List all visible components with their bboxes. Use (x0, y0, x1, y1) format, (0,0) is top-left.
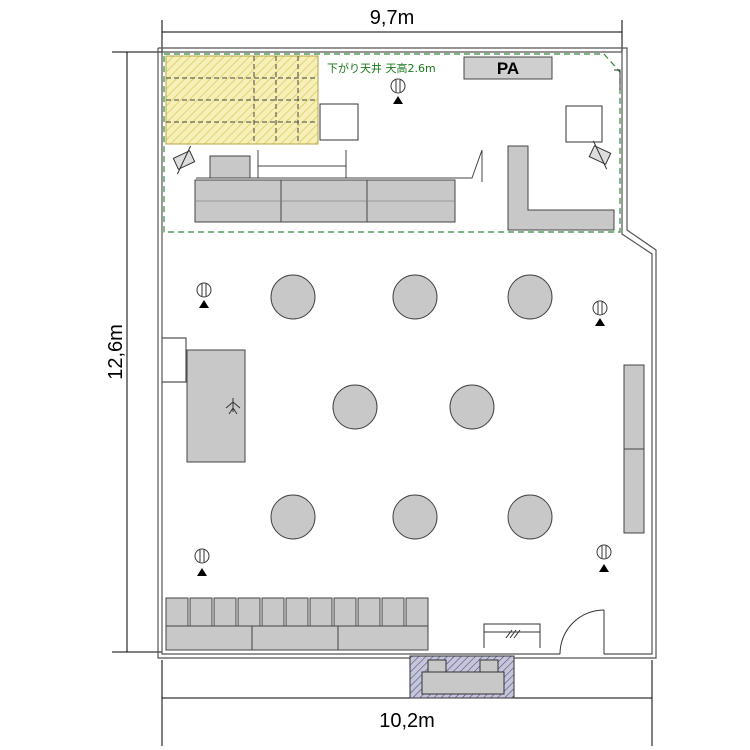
light-fixture-icon (194, 548, 210, 576)
pa-label: PA (497, 59, 519, 78)
dimension-left-label: 12,6m (105, 324, 127, 380)
sofa-seating (165, 597, 429, 651)
wall-corner-detail (614, 69, 621, 90)
entrance-steps (409, 655, 515, 699)
buffet-table (186, 349, 246, 463)
dimension-bottom: 10,2m (161, 660, 653, 746)
light-fixture-icon (592, 300, 608, 326)
stage-monitor-right (565, 105, 603, 143)
entrance-rack (483, 623, 541, 648)
ceiling-note: 下がり天井 天高2.6m (327, 61, 436, 75)
entrance-door (559, 609, 605, 656)
pa-booth: PA (463, 56, 553, 80)
counter-rail (257, 150, 347, 178)
stage-monitor-left (319, 103, 359, 141)
dimension-top: 9,7m (161, 7, 623, 56)
light-fixture-icon (596, 544, 612, 572)
room-walls (157, 47, 657, 659)
dimension-top-label: 9,7m (370, 7, 414, 29)
counter-top (196, 149, 483, 182)
dimension-bottom-label: 10,2m (379, 710, 435, 732)
wall-bench-right (623, 364, 645, 534)
light-fixture-icon (390, 78, 406, 104)
l-shaped-counter (507, 145, 615, 231)
speaker-right-icon (588, 140, 612, 170)
cash-register (209, 155, 251, 179)
dropped-ceiling-area (163, 53, 621, 233)
bar-counter (194, 179, 456, 223)
dimension-left: 12,6m (105, 51, 162, 653)
round-tables (270, 274, 553, 540)
stage-area (165, 55, 319, 145)
light-fixture-icon (196, 282, 212, 308)
speaker-left-icon (172, 145, 196, 175)
